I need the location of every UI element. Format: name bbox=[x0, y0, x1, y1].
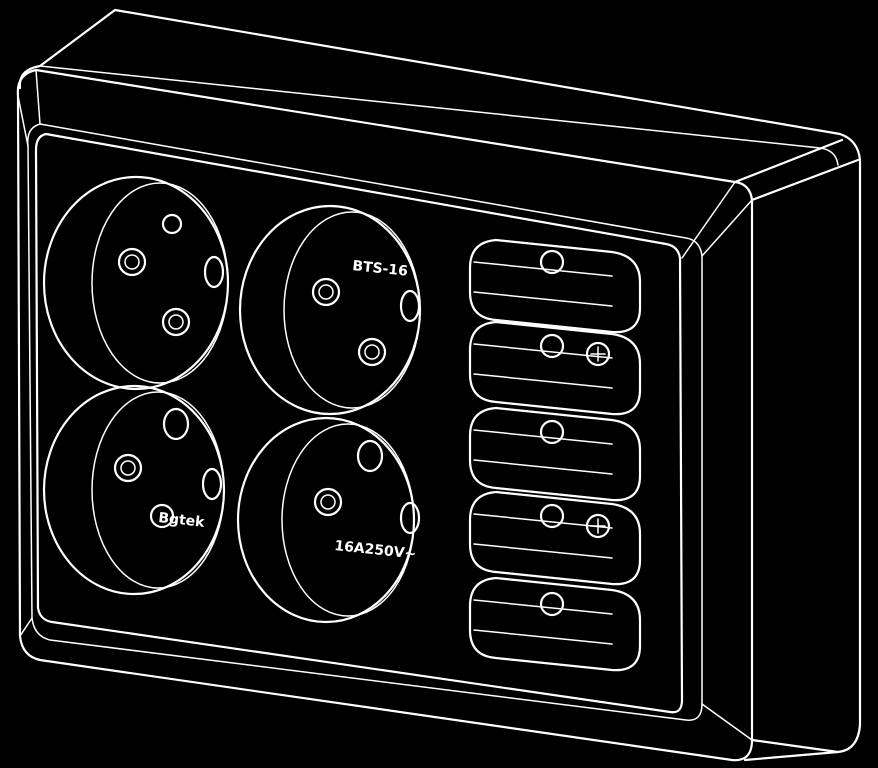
euro-socket-bevel bbox=[473, 599, 613, 645]
pin-hole-icon bbox=[539, 419, 565, 445]
pin-hole-inner bbox=[124, 254, 140, 270]
housing-side-face bbox=[733, 138, 860, 754]
housing-front-outer bbox=[16, 68, 754, 762]
earth-contact-icon bbox=[399, 501, 421, 535]
pin-hole-inner bbox=[320, 494, 336, 510]
pin-hole-icon bbox=[117, 247, 147, 277]
model-code-label: BTS-16 bbox=[352, 258, 409, 280]
brand-logo-icon bbox=[149, 503, 175, 529]
euro-socket-3[interactable] bbox=[468, 406, 642, 502]
pin-hole-icon bbox=[311, 277, 341, 307]
pin-hole-inner bbox=[120, 460, 136, 476]
euro-socket-outline bbox=[468, 320, 642, 416]
schuko-socket-1[interactable] bbox=[42, 175, 230, 391]
pin-hole-icon bbox=[539, 503, 565, 529]
front-plate bbox=[34, 132, 684, 714]
housing-top-front-edge bbox=[18, 8, 117, 90]
euro-sockets bbox=[468, 238, 642, 672]
earth-contact-icon bbox=[399, 289, 421, 323]
earth-contact-icon bbox=[203, 255, 225, 289]
schuko-sockets bbox=[42, 175, 422, 624]
earth-contact-icon bbox=[201, 467, 223, 501]
pin-hole-icon bbox=[357, 337, 387, 367]
pin-hole-inner bbox=[364, 344, 380, 360]
pin-hole-icon bbox=[113, 453, 143, 483]
pin-hole-icon bbox=[539, 249, 565, 275]
earth-contact-icon bbox=[162, 407, 190, 441]
earth-contact-icon bbox=[356, 439, 384, 473]
socket-recess bbox=[42, 384, 226, 596]
euro-socket-2[interactable] bbox=[468, 320, 642, 416]
screw-icon bbox=[585, 513, 611, 539]
pin-hole-icon bbox=[313, 487, 343, 517]
euro-socket-1[interactable] bbox=[468, 238, 642, 334]
socket-inner bbox=[91, 391, 225, 589]
housing-top-bevel bbox=[17, 69, 41, 637]
screw-icon bbox=[585, 341, 611, 367]
housing bbox=[16, 8, 862, 762]
indicator-dot-icon bbox=[161, 213, 183, 235]
housing-top-face bbox=[113, 8, 862, 762]
housing-side-bevel bbox=[681, 181, 753, 741]
socket-inner bbox=[91, 182, 229, 384]
brand-label: Bgtek bbox=[158, 510, 206, 531]
housing-front-inner bbox=[27, 123, 703, 721]
schuko-socket-2[interactable] bbox=[238, 204, 422, 416]
screw-cross-icon bbox=[590, 518, 606, 534]
euro-socket-outline bbox=[468, 576, 642, 672]
schuko-socket-4[interactable] bbox=[236, 416, 421, 624]
pin-hole-icon bbox=[539, 333, 565, 359]
pin-hole-icon bbox=[161, 307, 191, 337]
socket-recess bbox=[238, 204, 422, 416]
euro-socket-outline bbox=[468, 406, 642, 502]
socket-recess bbox=[236, 416, 416, 624]
euro-socket-5[interactable] bbox=[468, 576, 642, 672]
euro-socket-outline bbox=[468, 238, 642, 334]
housing-top-inner-edge bbox=[39, 65, 839, 166]
pin-hole-inner bbox=[318, 284, 334, 300]
euro-socket-4[interactable] bbox=[468, 490, 642, 586]
rating-label: 16A250V~ bbox=[334, 538, 417, 562]
socket-inner bbox=[283, 211, 421, 409]
schuko-socket-3[interactable] bbox=[42, 384, 226, 596]
euro-socket-outline bbox=[468, 490, 642, 586]
pin-hole-icon bbox=[539, 591, 565, 617]
screw-cross-icon bbox=[590, 346, 606, 362]
pin-hole-inner bbox=[168, 314, 184, 330]
socket-recess bbox=[42, 175, 230, 391]
socket-inner bbox=[281, 423, 415, 617]
